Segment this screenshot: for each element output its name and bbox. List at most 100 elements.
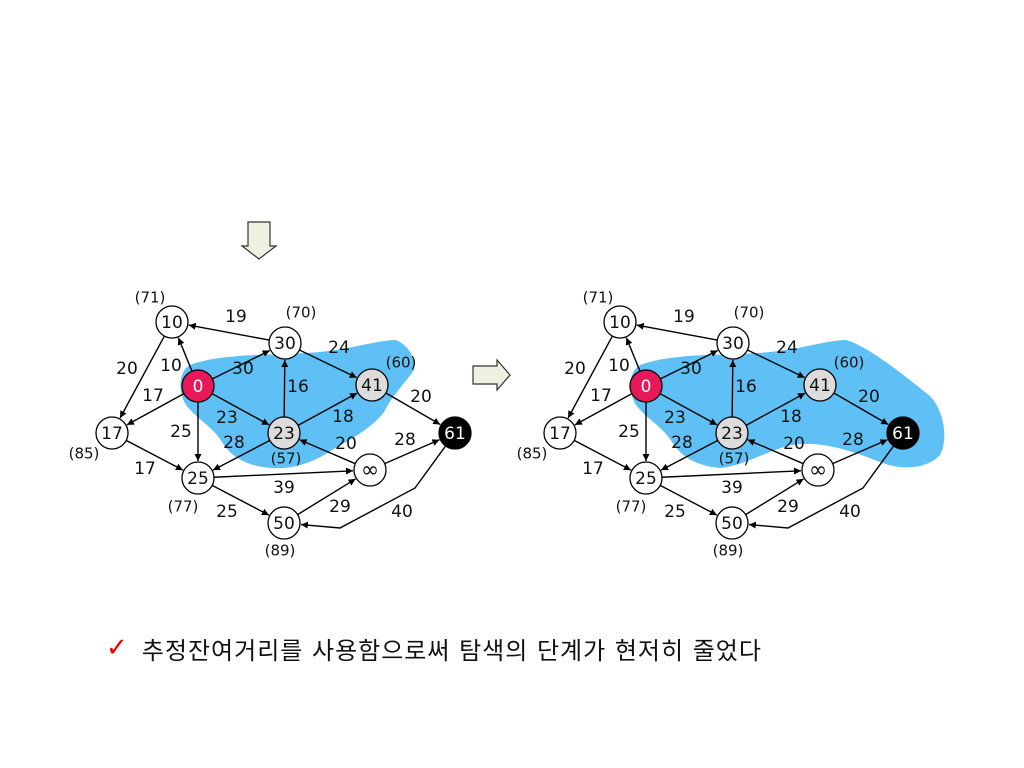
node-n10 [155,305,189,339]
node-label: 25 [187,469,209,489]
caption-text: 추정잔여거리를 사용함으로써 탐색의 단계가 현저히 줄었다 [141,636,762,665]
edge-weight-label: 25 [664,502,686,522]
node-label: 23 [721,424,743,444]
edge-n50-ninf [745,478,804,516]
edge-weight-label: 30 [232,359,254,379]
node-n10 [603,305,637,339]
node-label: 61 [444,424,466,444]
edge-n61-n50 [300,445,447,529]
edge-ninf-n61 [832,439,888,465]
edge-weight-label: 19 [673,307,695,327]
node-n23 [267,416,301,450]
edge-weight-label: 29 [777,497,799,517]
down-arrow-icon [240,221,278,260]
edge-weight-label: 16 [287,377,309,397]
edge-ninf-n23 [747,439,804,465]
right-arrow-icon [472,358,511,392]
node-label: ∞ [361,458,379,483]
edge-weight-label: 40 [839,502,861,522]
edge-weight-label: 17 [134,459,156,479]
edge-n0-n17 [126,393,185,426]
node-label: 25 [635,469,657,489]
edge-weight-label: 24 [776,338,798,358]
node-ninf [353,453,387,487]
edge-n0-n23 [211,393,270,426]
edge-weight-label: 20 [335,434,357,454]
edge-n30-n10 [188,322,270,341]
edge-weight-label: 20 [116,359,138,379]
edge-weight-label: 28 [394,430,416,450]
node-estimate-label: (89) [713,542,744,560]
node-label: 0 [193,377,204,397]
node-estimate-label: (70) [286,304,317,322]
edge-n41-n61 [385,392,441,426]
search-region-highlight [630,340,945,468]
node-n17 [543,416,577,450]
edge-weight-label: 19 [225,307,247,327]
edge-weight-label: 20 [858,387,880,407]
node-label: 0 [641,377,652,397]
node-label: 41 [809,376,831,396]
edge-weight-label: 28 [671,433,693,453]
node-estimate-label: (60) [834,354,865,372]
edge-weight-label: 17 [582,459,604,479]
node-n61 [438,416,472,450]
edge-n23-n41 [297,392,358,426]
edge-n17-n25 [573,439,632,471]
edge-n50-ninf [297,478,356,516]
edge-weight-label: 24 [328,338,350,358]
node-n0 [629,369,663,403]
edge-n30-n41 [299,349,357,379]
edge-weight-label: 25 [170,422,192,442]
node-n30 [268,326,302,360]
edge-weight-label: 25 [618,422,640,442]
edge-ninf-n61 [384,439,440,465]
edge-weight-label: 39 [273,478,295,498]
edge-n10-n17 [119,335,166,419]
node-estimate-label: (57) [719,450,750,468]
edge-weight-label: 10 [160,356,182,376]
node-label: 61 [892,424,914,444]
edge-n23-n25 [212,439,271,471]
node-label: 30 [274,334,296,354]
node-n25 [629,461,663,495]
node-n17 [95,416,129,450]
edge-weight-label: 17 [142,386,164,406]
edge-n41-n61 [833,392,889,426]
edge-ninf-n23 [299,439,356,465]
node-label: 30 [722,334,744,354]
edge-weight-label: 23 [664,408,686,428]
node-n41 [803,368,837,402]
node-n50 [267,506,301,540]
caption: ✓ 추정잔여거리를 사용함으로써 탐색의 단계가 현저히 줄었다 [106,628,762,668]
node-label: 50 [273,514,295,534]
edge-weight-label: 10 [608,356,630,376]
node-label: 17 [549,424,571,444]
check-icon: ✓ [106,633,128,663]
node-estimate-label: (57) [271,450,302,468]
edge-n25-ninf [661,467,802,478]
node-label: 41 [361,376,383,396]
edge-n25-n50 [659,484,718,516]
node-n50 [715,506,749,540]
edge-n0-n30 [212,349,271,380]
edge-weight-label: 23 [216,408,238,428]
edge-n25-n50 [211,484,270,516]
edge-n0-n23 [659,393,718,426]
edge-n30-n41 [747,349,805,379]
edge-weight-label: 18 [780,407,802,427]
node-n61 [886,416,920,450]
edge-weight-label: 28 [223,433,245,453]
node-label: 10 [609,313,631,333]
edge-n0-n10 [625,337,641,372]
node-n30 [716,326,750,360]
edge-weight-label: 18 [332,407,354,427]
edge-weight-label: 25 [216,502,238,522]
node-estimate-label: (77) [168,498,199,516]
edge-weight-label: 16 [735,377,757,397]
node-n25 [181,461,215,495]
node-estimate-label: (77) [616,498,647,516]
